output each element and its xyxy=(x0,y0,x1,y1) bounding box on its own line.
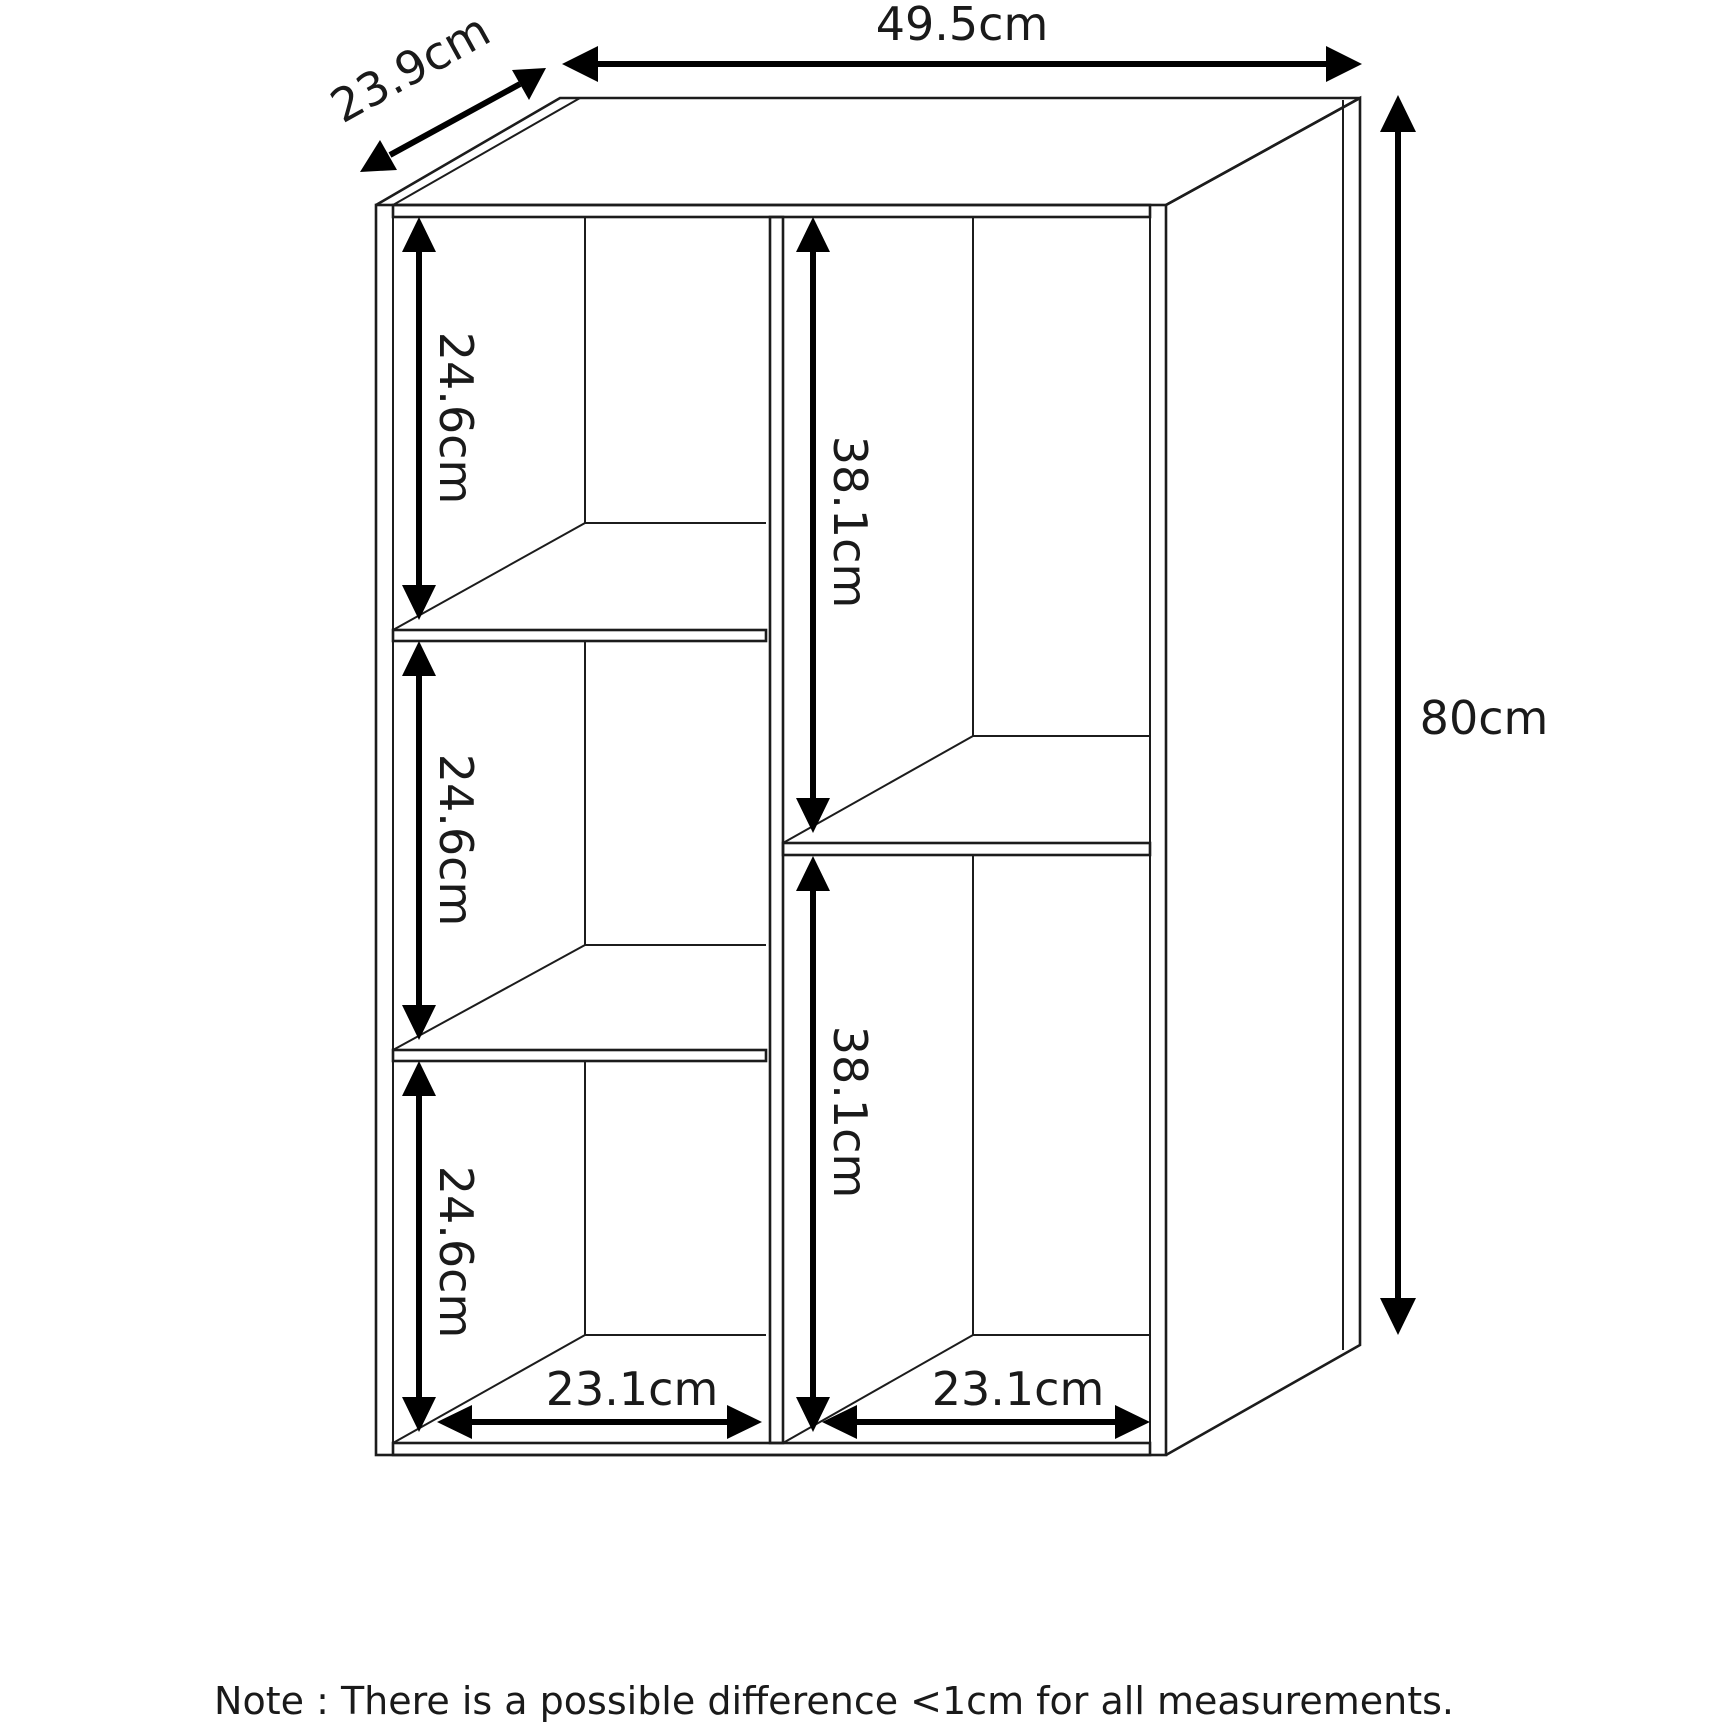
right-cubby-1-height-arrow xyxy=(796,217,830,833)
right-cubby-width-arrow xyxy=(822,1405,1150,1439)
bookcase-drawing xyxy=(374,95,1362,1457)
center-divider xyxy=(768,215,785,1445)
right-shelf-1 xyxy=(781,841,1152,857)
height-label: 80cm xyxy=(1420,691,1549,745)
side-face xyxy=(1165,95,1362,1457)
left-cubby-2-height-label: 24.6cm xyxy=(429,754,483,927)
left-shelf-1 xyxy=(391,628,768,643)
left-shelf-2 xyxy=(391,1048,768,1063)
depth-arrow xyxy=(360,68,546,172)
width-arrow xyxy=(562,46,1362,82)
left-cubby-1-height-arrow xyxy=(402,217,436,620)
left-cubby-width-arrow xyxy=(437,1405,762,1439)
right-cubby-2-height-label: 38.1cm xyxy=(823,1026,877,1199)
height-arrow xyxy=(1380,95,1416,1335)
dimension-labels: 49.5cm 23.9cm 80cm 24.6cm 24.6cm 24.6cm … xyxy=(322,0,1549,1416)
dimension-arrows xyxy=(360,46,1416,1439)
left-cubby-1-height-label: 24.6cm xyxy=(429,332,483,505)
width-label: 49.5cm xyxy=(876,0,1049,51)
left-cubby-3-height-label: 24.6cm xyxy=(429,1166,483,1339)
top-panel xyxy=(391,203,1152,219)
right-cubby-width-label: 23.1cm xyxy=(932,1362,1105,1416)
left-cubby-2-height-arrow xyxy=(402,641,436,1040)
depth-label: 23.9cm xyxy=(322,3,499,134)
right-cubby-1-height-label: 38.1cm xyxy=(823,436,877,609)
left-cubby-3-height-arrow xyxy=(402,1061,436,1432)
measurement-note: Note : There is a possible difference <1… xyxy=(214,1679,1454,1723)
top-face xyxy=(375,96,1361,207)
left-cubby-width-label: 23.1cm xyxy=(546,1362,719,1416)
bottom-panel xyxy=(391,1441,1152,1457)
right-cubby-2-height-arrow xyxy=(796,856,830,1432)
